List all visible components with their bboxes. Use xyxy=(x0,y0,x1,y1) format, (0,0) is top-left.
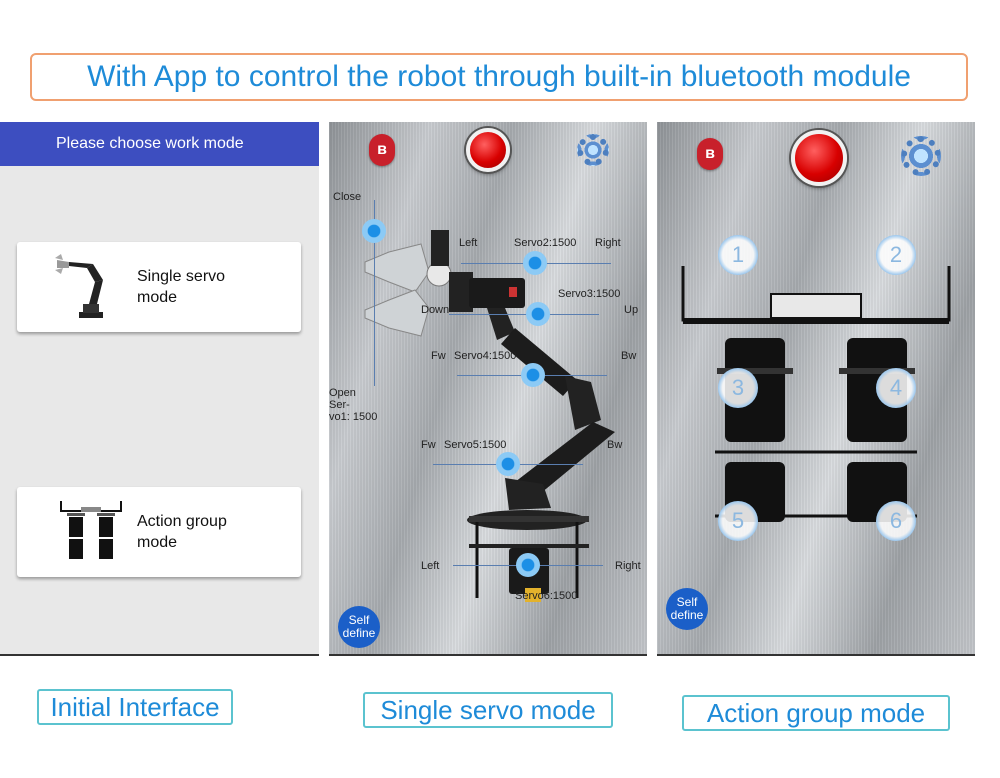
action-group-caption: Action group mode xyxy=(682,695,950,731)
servo4-label: Servo4:1500 xyxy=(454,350,517,362)
bluetooth-icon[interactable]: ʙ xyxy=(369,134,395,166)
servo3-label: Servo3:1500 xyxy=(558,288,621,300)
divider xyxy=(0,654,319,656)
servo3-slider-knob[interactable] xyxy=(526,302,550,326)
close-label: Close xyxy=(333,191,362,203)
servo3-slider-track[interactable] xyxy=(449,314,599,315)
action-group-1-button[interactable]: 1 xyxy=(718,235,758,275)
servo4-bw-label: Bw xyxy=(621,350,637,362)
self-define-button[interactable]: Self define xyxy=(338,606,380,648)
robot-car-image xyxy=(681,266,951,522)
servo5-bw-label: Bw xyxy=(607,439,623,451)
work-mode-header: Please choose work mode xyxy=(0,122,319,166)
servo2-label: Servo2:1500 xyxy=(514,237,577,249)
servo6-label: Servo6:1500 xyxy=(515,590,578,602)
servo6-right-label: Right xyxy=(615,560,641,572)
action-group-6-button[interactable]: 6 xyxy=(876,501,916,541)
record-button[interactable] xyxy=(466,128,510,172)
servo2-left-label: Left xyxy=(459,237,478,249)
servo3-down-label: Down xyxy=(421,304,450,316)
servo1-label: Open Ser- vo1: 1500 xyxy=(329,387,378,423)
action-group-5-button[interactable]: 5 xyxy=(718,501,758,541)
action-group-4-button[interactable]: 4 xyxy=(876,368,916,408)
action-group-2-button[interactable]: 2 xyxy=(876,235,916,275)
single-servo-mode-label: Single servo mode xyxy=(137,268,226,306)
action-group-3-button[interactable]: 3 xyxy=(718,368,758,408)
servo4-slider-knob[interactable] xyxy=(521,363,545,387)
action-group-mode-label: Action group mode xyxy=(137,513,227,551)
bluetooth-icon[interactable]: ʙ xyxy=(697,138,723,170)
robot-car-thumbnail xyxy=(17,487,137,577)
servo4-fw-label: Fw xyxy=(431,350,446,362)
action-group-screen: ʙ 1 2 3 4 5 6 Self define xyxy=(657,122,975,656)
action-group-mode-button[interactable]: Action group mode xyxy=(17,487,301,577)
single-servo-screen: ʙ Close Open Ser xyxy=(329,122,647,656)
initial-interface-screen: Please choose work mode Single servo mod… xyxy=(0,122,319,656)
servo6-left-label: Left xyxy=(421,560,440,572)
servo5-label: Servo5:1500 xyxy=(444,439,507,451)
single-servo-caption: Single servo mode xyxy=(363,692,613,728)
banner-title: With App to control the robot through bu… xyxy=(30,53,968,101)
record-button[interactable] xyxy=(791,130,847,186)
servo2-right-label: Right xyxy=(595,237,621,249)
servo1-slider-track[interactable] xyxy=(374,200,375,386)
gear-icon[interactable] xyxy=(577,134,609,166)
servo5-fw-label: Fw xyxy=(421,439,436,451)
servo5-slider-knob[interactable] xyxy=(496,452,520,476)
robot-arm-thumbnail xyxy=(17,242,137,332)
single-servo-mode-button[interactable]: Single servo mode xyxy=(17,242,301,332)
servo6-slider-knob[interactable] xyxy=(516,553,540,577)
initial-interface-caption: Initial Interface xyxy=(37,689,233,725)
servo1-slider-knob[interactable] xyxy=(362,219,386,243)
servo3-up-label: Up xyxy=(624,304,639,316)
self-define-button[interactable]: Self define xyxy=(666,588,708,630)
servo2-slider-knob[interactable] xyxy=(523,251,547,275)
gear-icon[interactable] xyxy=(901,136,941,176)
